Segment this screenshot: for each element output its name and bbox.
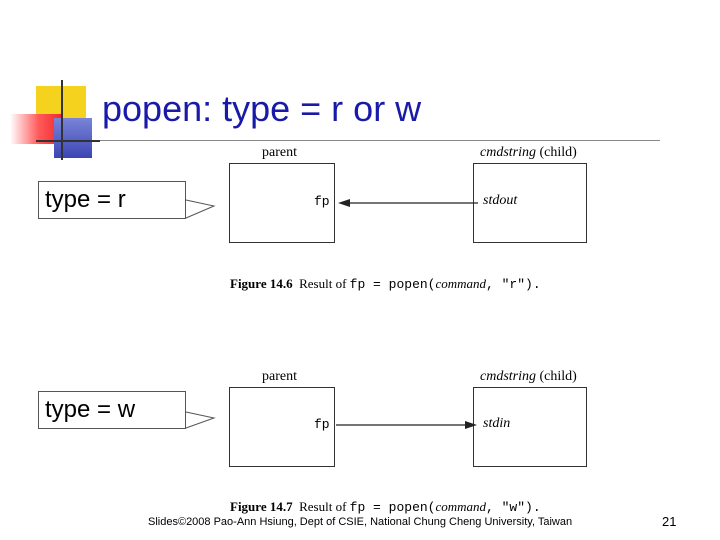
fig-r-arrowhead	[338, 199, 350, 207]
fig-w-child-label: cmdstring (child)	[480, 369, 577, 385]
logo-horizontal-line	[36, 140, 100, 142]
fig-w-caption-code2: , "w").	[486, 500, 541, 515]
fig-w-caption-num: Figure 14.7	[230, 499, 293, 514]
logo-vertical-line	[61, 80, 63, 160]
callout-r-pointer	[185, 199, 216, 219]
fig-w-caption-pre: Result of	[299, 499, 347, 514]
slide-footer: Slides©2008 Pao-Ann Hsiung, Dept of CSIE…	[148, 516, 573, 528]
fig-r-caption-code1: fp = popen(	[349, 277, 436, 292]
fig-w-arrowhead	[465, 421, 477, 429]
fig-r-parent-label: parent	[262, 145, 297, 160]
logo-bar-red	[10, 114, 62, 144]
fig-w-child-box	[473, 387, 587, 467]
logo-square-blue	[54, 118, 92, 158]
callout-w-pointer	[185, 411, 216, 429]
page-number: 21	[662, 514, 677, 529]
fig-r-caption-pre: Result of	[299, 276, 347, 291]
fig-r-child-suffix: (child)	[539, 145, 577, 160]
fig-r-child-name: cmdstring	[480, 145, 536, 160]
callout-type-w: type = w	[38, 391, 186, 429]
fig-r-parent-box	[229, 163, 335, 243]
fig-w-caption-code1: fp = popen(	[349, 500, 436, 515]
fig-w-caption: Figure 14.7 Result of fp = popen(command…	[230, 499, 541, 515]
fig-r-caption-num: Figure 14.6	[230, 276, 293, 291]
fig-w-child-fd: stdin	[483, 416, 511, 431]
fig-r-caption-code2: , "r").	[486, 277, 541, 292]
fig-w-child-name: cmdstring	[480, 369, 536, 384]
fig-w-caption-arg: command	[435, 499, 487, 514]
fig-w-parent-label: parent	[262, 369, 297, 384]
fig-w-parent-fd: fp	[314, 417, 330, 432]
fig-r-child-label: cmdstring (child)	[480, 145, 577, 161]
slide-title: popen: type = r or w	[102, 88, 422, 129]
fig-w-parent-box	[229, 387, 335, 467]
fig-r-child-box	[473, 163, 587, 243]
title-divider	[100, 140, 660, 141]
fig-r-child-fd: stdout	[483, 193, 518, 208]
fig-r-caption-arg: command	[435, 276, 487, 291]
callout-type-r: type = r	[38, 181, 186, 219]
fig-r-caption: Figure 14.6 Result of fp = popen(command…	[230, 276, 541, 292]
fig-w-child-suffix: (child)	[539, 369, 577, 384]
fig-r-parent-fd: fp	[314, 194, 330, 209]
